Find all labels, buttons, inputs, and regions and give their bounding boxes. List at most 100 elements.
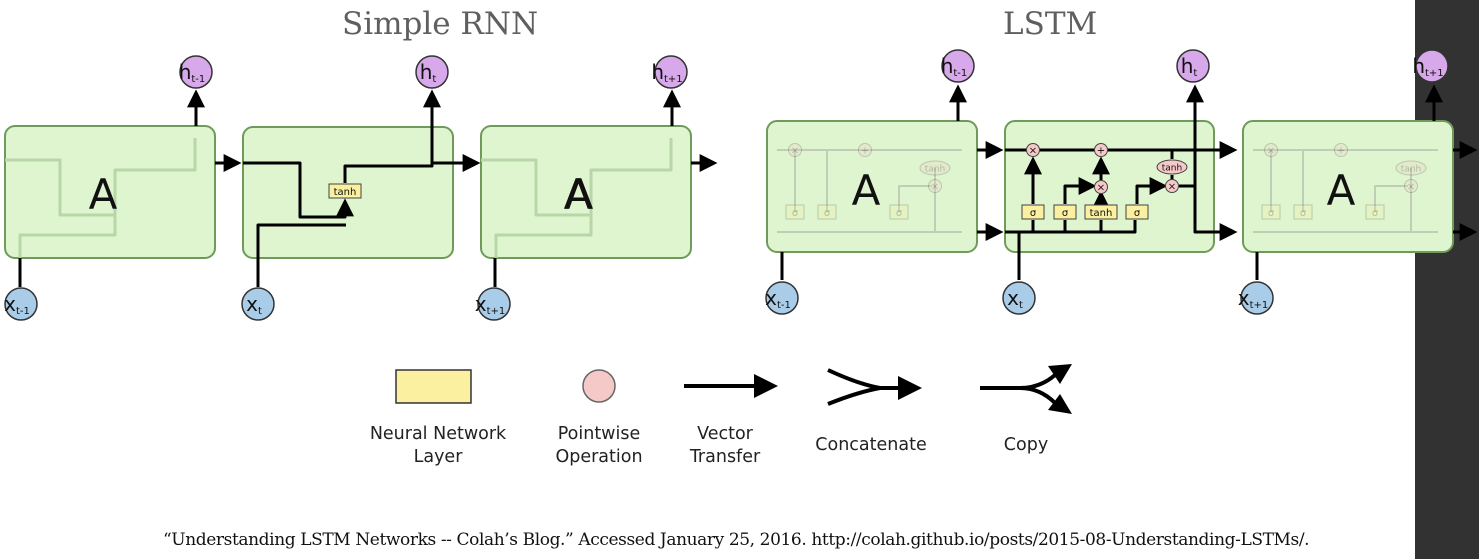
lstm-hidden-state-current [1176,49,1210,83]
lstm-output-tanh-label: tanh [1162,164,1182,174]
lstm-faded-tanh-label: tanh [925,165,945,175]
rnn-hidden-state-prev [179,55,213,89]
lstm-input-sigma-layer-box [1053,204,1077,220]
lstm-title: LSTM [1003,6,1098,42]
lstm-forget-multiply-label: × [1029,146,1037,157]
lstm-forget-sigma-layer-label: σ [1030,208,1037,219]
lstm-faded-tanh: tanh [1395,160,1427,176]
lstm-faded-add-shape [858,143,872,157]
lstm-faded-sigma-layer-label: σ [1372,208,1379,219]
lstm-faded-sigma-layer: σ [1261,204,1281,220]
lstm-faded-sigma-layer: σ [1365,204,1385,220]
lstm-faded-sigma-layer-label: σ [824,208,831,219]
rnn-input-next [477,287,511,321]
lstm-cell-add: + [1094,143,1108,157]
rnn-faded-input-path [494,200,593,258]
lstm-faded-add-label: + [861,146,869,157]
rnn-cell-next-label: A [564,170,593,219]
lstm-faded-multiply: × [1264,143,1278,157]
lstm-faded-tanh: tanh [919,160,951,176]
legend-vector-arrowhead [754,374,778,398]
lstm-faded-tanh-label: tanh [1401,165,1421,175]
lstm-forget-sigma-layer: σ [1021,204,1045,220]
lstm-input-gate-arrow [1063,177,1097,204]
lstm-faded-sigma-layer-box [1261,204,1281,220]
lstm-faded-sigma-layer-box [889,204,909,220]
rnn-hidden-state-next [654,55,688,89]
lstm-faded-add: + [1334,143,1348,157]
lstm-cell-add-shape [1094,143,1108,157]
legend-label-pointwise-operation: Pointwise Operation [555,424,643,467]
rnn-x-input-path [256,223,346,287]
rnn-tanh-layer: tanh [328,183,362,199]
lstm-faded-add-label: + [1337,146,1345,157]
lstm-input-next [1240,281,1274,315]
lstm-faded-gate-line [898,185,932,212]
lstm-output-sigma-layer-label: σ [1134,208,1141,219]
lstm-faded-multiply: × [788,143,802,157]
rnn-hidden-state-current-label: ht [420,60,437,85]
lstm-faded-multiply-shape [1404,179,1418,193]
lstm-input-current [1002,281,1036,315]
legend [395,364,1072,414]
lstm-faded-sigma-layer: σ [817,204,837,220]
lstm-faded-internals [777,149,962,233]
rnn-cell-label: A [565,170,594,219]
lstm-hidden-state-current-label: ht [1181,54,1198,79]
lstm-output-gate-arrow [1135,177,1168,204]
lstm-forget-multiply-shape [1026,143,1040,157]
lstm-input-sigma-layer: σ [1053,204,1077,220]
lstm-faded-sigma-layer-label: σ [896,208,903,219]
lstm-candidate-tanh-layer-box [1084,204,1118,220]
lstm-input-sigma-layer-label: σ [1062,208,1069,219]
lstm-input-multiply-shape [1094,180,1108,194]
lstm-candidate-tanh-layer: tanh [1084,204,1118,220]
lstm-forget-multiply: × [1026,143,1040,157]
rnn-hidden-state-current [415,55,449,89]
lstm-output-multiply-shape [1165,179,1179,193]
lstm-output-multiply: × [1165,179,1179,193]
lstm-faded-sigma-layer-label: σ [792,208,799,219]
rnn-faded-input-path [18,200,117,258]
legend-label-neural-network-layer: Neural Network Layer [369,424,507,467]
lstm-hidden-state-next [1415,49,1449,83]
lstm-cell-prev-label: A [852,166,881,215]
lstm-faded-internals [1253,149,1438,233]
legend-label-concatenate: Concatenate [815,435,927,455]
legend-layer-swatch [395,369,472,404]
legend-pointwise-swatch [582,369,616,403]
lstm-faded-add-shape [1334,143,1348,157]
lstm-faded-multiply-shape [1264,143,1278,157]
rnn-input-prev [4,287,38,321]
rnn-tanh-layer-label: tanh [334,187,357,198]
rnn-output-up-path [343,89,441,183]
lstm-faded-gate-line [1374,185,1408,212]
lstm-faded-sigma-layer: σ [889,204,909,220]
legend-label-copy: Copy [1003,435,1049,455]
lstm-faded-sigma-layer-box [1365,204,1385,220]
legend-concatenate-arrowhead [898,376,922,400]
lstm-cell-next [1242,120,1454,253]
citation-text: “Understanding LSTM Networks -- Colah’s … [163,530,1310,550]
lstm-output-sigma-layer-box [1125,204,1149,220]
legend-copy-lines [980,373,1057,405]
legend-concatenate-lines [827,368,900,406]
lstm-cell-prev [766,120,978,253]
rnn-hidden-input-path [243,161,354,219]
lstm-faded-multiply-label: × [1407,182,1415,193]
lstm-output-tanh-shape [1156,159,1188,175]
rnn-cell-label: A [89,170,118,219]
lstm-faded-multiply-label: × [931,182,939,193]
legend-copy-arrowhead-down [1048,394,1072,414]
lstm-input-prev [765,281,799,315]
lstm-faded-sigma-layer: σ [1293,204,1313,220]
legend-label-vector-transfer: Vector Transfer [689,424,761,467]
lstm-forget-sigma-layer-box [1021,204,1045,220]
lstm-faded-sigma-layer-box [1293,204,1313,220]
lstm-input-multiply: × [1094,180,1108,194]
lstm-candidate-tanh-layer-label: tanh [1090,208,1113,219]
lstm-cell-add-label: + [1097,146,1105,157]
